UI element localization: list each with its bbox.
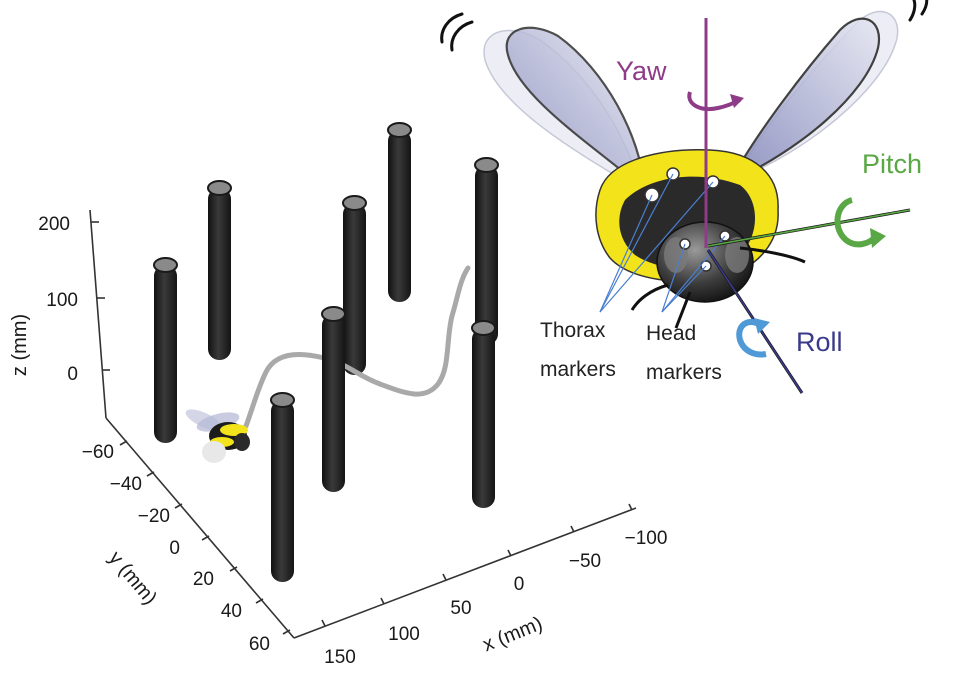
x-axis-line — [293, 507, 637, 639]
flight-trajectory — [243, 265, 471, 429]
yaw-arrowhead — [730, 94, 744, 108]
x-tick-neg100: −100 — [625, 528, 668, 549]
y-tick-60: 60 — [249, 634, 270, 655]
y-tick-neg60: −60 — [82, 442, 114, 463]
head-markers-label-line1: Head — [646, 322, 696, 345]
cylinder-pillar-icon — [321, 306, 346, 492]
y-tick-40: 40 — [221, 601, 242, 622]
y-tick-0: 0 — [169, 538, 180, 559]
yaw-label: Yaw — [616, 56, 667, 86]
rotation-arrow-icon — [834, 197, 879, 248]
cylinder-pillar-icon — [207, 180, 232, 360]
y-tick-neg20: −20 — [138, 506, 170, 527]
cylinder-pillar-icon — [387, 122, 412, 302]
bumblebee-icon — [185, 409, 250, 463]
y-tick-neg40: −40 — [110, 474, 142, 495]
pitch-label: Pitch — [862, 149, 922, 179]
z-axis-ticks — [91, 221, 110, 371]
y-axis-ticks — [119, 440, 291, 635]
wing-motion-left-icon — [440, 12, 474, 52]
x-tick-100: 100 — [388, 624, 420, 645]
y-axis-title: y (mm) — [104, 547, 161, 609]
cylinder-pillar-icon — [474, 157, 499, 345]
z-tick-200: 200 — [38, 214, 70, 235]
rotation-arrow-icon — [736, 319, 767, 358]
right-wing — [727, 10, 899, 185]
roll-label: Roll — [796, 327, 843, 357]
cylinder-pillar-icon — [342, 195, 367, 375]
cylinder-pillar-icon — [471, 320, 496, 508]
x-axis-ticks — [321, 503, 633, 627]
thorax-markers-label-line2: markers — [540, 358, 616, 381]
left-wing — [483, 26, 647, 193]
bee-illustration: Yaw Pitch Roll Thorax markers Head marke… — [440, 0, 929, 394]
x-tick-50: 50 — [450, 598, 471, 619]
x-tick-0: 0 — [514, 574, 525, 595]
thorax-marker-leaders — [599, 173, 714, 313]
x-axis-title: x (mm) — [480, 613, 546, 657]
z-axis-title: z (mm) — [9, 314, 31, 376]
y-axis-line — [105, 417, 295, 639]
x-tick-neg50: −50 — [569, 551, 601, 572]
pillar-group-front — [153, 257, 496, 582]
head-marker-leaders — [661, 235, 726, 313]
pillar-group — [207, 122, 499, 375]
pitch-arrowhead — [870, 228, 886, 248]
y-tick-20: 20 — [193, 569, 214, 590]
roll-arrowhead — [754, 318, 770, 334]
thorax-markers-label-line1: Thorax — [540, 319, 606, 342]
x-tick-150: 150 — [324, 647, 356, 668]
wing-motion-right-icon — [908, 0, 929, 22]
z-tick-100: 100 — [46, 290, 78, 311]
head-markers-label-line2: markers — [646, 361, 722, 384]
cylinder-pillar-icon — [153, 257, 178, 443]
z-tick-0: 0 — [67, 364, 78, 385]
cylinder-pillar-icon — [270, 392, 295, 582]
z-axis-line — [89, 209, 107, 419]
